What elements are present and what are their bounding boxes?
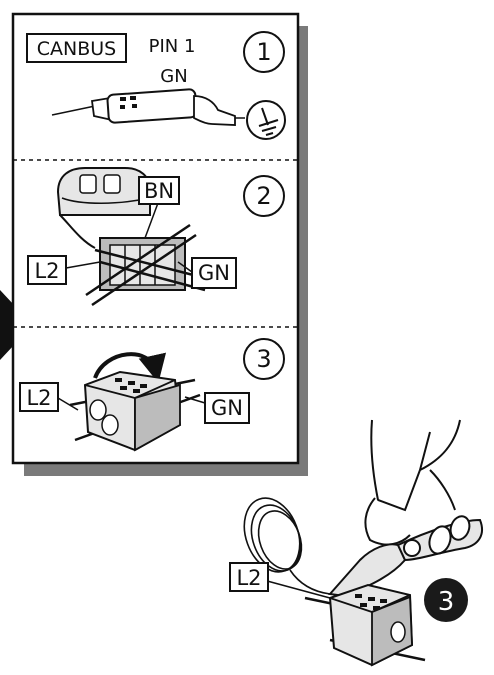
- wire-label: L2: [236, 566, 261, 590]
- wire-label-left: L2: [34, 259, 59, 283]
- step-number: 2: [256, 182, 271, 210]
- pin-label: PIN 1: [149, 36, 196, 57]
- step-number: 1: [256, 38, 271, 66]
- ground-icon: [247, 101, 285, 139]
- wire-label-right: GN: [198, 261, 230, 285]
- connector-closed-icon: [330, 585, 412, 665]
- wire-stripper-hand-icon: [330, 420, 482, 596]
- pin-color-label: GN: [160, 66, 187, 87]
- wire-label-right: GN: [211, 396, 243, 420]
- step-badge-number: 3: [438, 587, 455, 617]
- wire-label-left: L2: [26, 386, 51, 410]
- step-number: 3: [256, 345, 271, 373]
- wire-label-top: BN: [144, 179, 174, 203]
- canbus-label: CANBUS: [37, 38, 116, 60]
